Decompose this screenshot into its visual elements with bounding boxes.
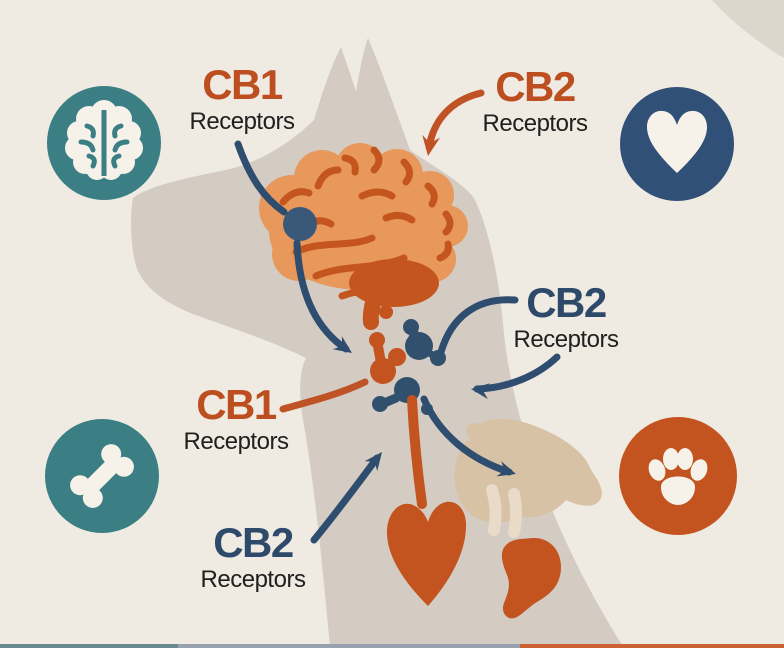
cb1-receptor-dot [283,207,317,241]
dog-leg [454,418,602,538]
label-cb2-bottom-subtitle: Receptors [200,566,306,593]
arrow-brain-to-cluster [293,239,350,353]
bottom-bar-teal-segment [0,644,178,648]
arrow-cb2mid-to-esophagus [473,353,561,393]
label-cb1-top-title: CB1 [202,61,283,108]
label-cb2-bottom: CB2 Receptors [201,522,306,592]
paw-icon [619,417,737,535]
bottom-bar-orange-segment [520,644,784,648]
label-cb2-top-title: CB2 [495,63,576,110]
bottom-bar-slate-segment [178,644,520,648]
arrow-cb1mid-to-cluster [279,378,369,413]
label-cb2-top: CB2 Receptors [483,66,588,136]
label-cb1-top: CB1 Receptors [190,64,295,134]
label-cb1-mid-title: CB1 [196,381,277,428]
connector-arrows [234,89,561,544]
brain-illustration [259,143,468,330]
brain-icon [47,86,161,200]
label-cb2-mid: CB2 Receptors [514,282,619,352]
label-cb2-mid-subtitle: Receptors [513,326,619,353]
label-cb2-mid-title: CB2 [526,279,607,326]
aorta-stem [407,395,427,509]
label-cb1-top-subtitle: Receptors [189,108,295,135]
brain-gyri-lines [279,146,454,300]
bone-icon [45,419,159,533]
heart-organ [386,395,467,606]
arrow-cluster-to-leg [420,395,513,476]
background-corner-wedge [712,0,784,58]
label-cb1-mid-subtitle: Receptors [183,428,289,455]
arrow-cb2top-to-brain [425,89,485,151]
arrow-cb1top-to-brain [234,140,288,216]
label-cb2-bottom-title: CB2 [213,519,294,566]
spleen-organ [501,537,561,619]
cb1-molecules [369,305,406,384]
label-cb2-top-subtitle: Receptors [482,110,588,137]
label-cb1-mid: CB1 Receptors [184,384,289,454]
arrow-cb2mid-to-cluster [437,296,519,356]
heart-icon [620,87,734,201]
arrow-cb2bottom-to-heart [310,454,381,544]
bottom-accent-bar [0,644,784,648]
brainstem [362,287,383,330]
